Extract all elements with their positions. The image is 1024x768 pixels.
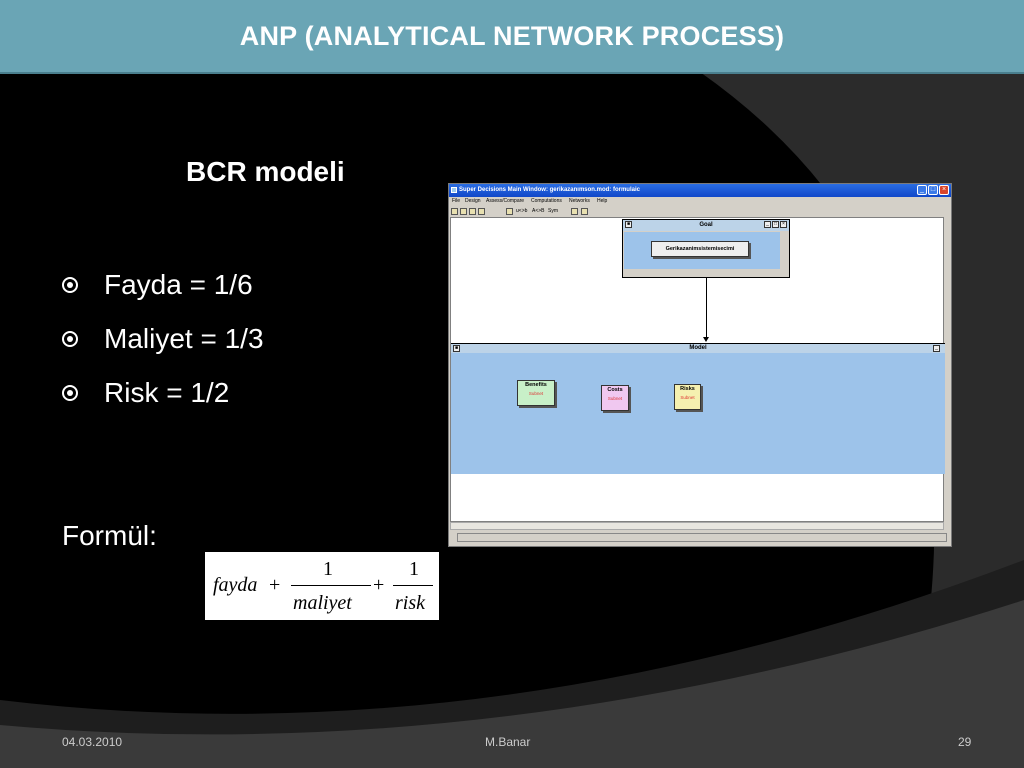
bullet-circle-icon	[62, 277, 78, 293]
title-bar: ANP (ANALYTICAL NETWORK PROCESS)	[0, 0, 1024, 74]
bullet-text: Fayda = 1/6	[104, 269, 253, 300]
slide-title: ANP (ANALYTICAL NETWORK PROCESS)	[239, 20, 785, 51]
status-bar	[457, 533, 947, 542]
cluster-costs[interactable]: Costs Subnet	[601, 385, 629, 411]
horizontal-scrollbar[interactable]	[450, 522, 944, 530]
edit-icon[interactable]	[478, 208, 485, 215]
arrow-tool-icon[interactable]	[571, 208, 578, 215]
menu-design[interactable]: Design	[465, 198, 481, 204]
formula-numerator: 1	[323, 558, 333, 580]
calculator-icon[interactable]	[581, 208, 588, 215]
formula-denominator-maliyet: maliyet	[293, 592, 352, 614]
menu-file[interactable]: File	[452, 198, 461, 204]
bullet-text: Maliyet = 1/3	[104, 323, 264, 354]
formula-denominator-risk: risk	[395, 592, 425, 614]
cluster-name: Risks	[680, 386, 695, 392]
minimize-icon[interactable]: _	[764, 221, 771, 228]
super-decisions-window: Super Decisions Main Window: gerikazanım…	[448, 183, 952, 547]
model-window[interactable]: Model ■ _ Benefits Subnet Costs Subnet R…	[451, 343, 945, 474]
cluster-subnet-label: Subnet	[528, 391, 544, 396]
formula-numerator: 1	[409, 558, 419, 580]
open-folder-icon[interactable]	[451, 208, 458, 215]
toolbar-symmetric[interactable]: Sym	[548, 208, 558, 214]
menu-help[interactable]: Help	[597, 198, 608, 204]
cluster-subnet-label: Subnet	[680, 395, 695, 400]
formula-plus: +	[269, 574, 281, 596]
bullet-text: Risk = 1/2	[104, 377, 230, 408]
app-title-bar[interactable]: Super Decisions Main Window: gerikazanım…	[449, 184, 951, 197]
window-menu-icon[interactable]: ■	[453, 345, 460, 352]
network-icon[interactable]	[506, 208, 513, 215]
toolbar-node-compare[interactable]: u<>b	[516, 208, 528, 214]
maximize-icon[interactable]: □	[928, 185, 938, 195]
minimize-icon[interactable]: _	[917, 185, 927, 195]
close-icon[interactable]: ×	[939, 185, 949, 195]
window-menu-icon[interactable]: ■	[625, 221, 632, 228]
menu-networks[interactable]: Networks	[569, 198, 590, 204]
formula-plus: +	[373, 574, 385, 596]
print-icon[interactable]	[469, 208, 476, 215]
menu-assess-compare[interactable]: Assess/Compare	[486, 198, 525, 204]
cluster-subnet-label: Subnet	[607, 396, 623, 401]
formula-fraction-bar	[393, 585, 433, 586]
goal-node[interactable]: Gerikazanimsistemisecimi	[651, 241, 749, 257]
model-window-title: Model	[451, 344, 945, 353]
bullet-item: Maliyet = 1/3	[62, 312, 264, 366]
cluster-name: Costs	[607, 387, 623, 393]
network-canvas[interactable]: Goal ■ _ □ × Gerikazanimsistemisecimi Mo…	[450, 217, 945, 522]
goal-window-title: Goal	[623, 220, 789, 231]
bullet-item: Fayda = 1/6	[62, 258, 264, 312]
toolbar: u<>b A<>B Sym	[449, 206, 951, 217]
goal-cluster-window[interactable]: Goal ■ _ □ × Gerikazanimsistemisecimi	[622, 219, 790, 278]
formula-box: fayda + 1 maliyet + 1 risk	[205, 552, 439, 620]
cluster-risks[interactable]: Risks Subnet	[674, 384, 701, 410]
bullet-item: Risk = 1/2	[62, 366, 264, 420]
bullet-list: Fayda = 1/6 Maliyet = 1/3 Risk = 1/2	[62, 258, 264, 420]
menu-computations[interactable]: Computations	[531, 198, 562, 204]
formula-fraction-bar	[291, 585, 371, 586]
slide-subtitle: BCR modeli	[186, 156, 345, 187]
menu-bar: File Design Assess/Compare Computations …	[449, 197, 951, 206]
app-title: Super Decisions Main Window: gerikazanım…	[459, 187, 640, 193]
footer-author: M.Banar	[485, 735, 531, 749]
app-icon	[451, 187, 457, 193]
cluster-benefits[interactable]: Benefits Subnet	[517, 380, 555, 406]
cluster-name: Benefits	[525, 382, 547, 388]
connector-arrow-icon	[703, 337, 709, 342]
formula-label: Formül:	[62, 520, 157, 551]
toolbar-cluster-compare[interactable]: A<>B	[532, 208, 545, 214]
bullet-circle-icon	[62, 331, 78, 347]
minimize-icon[interactable]: _	[933, 345, 940, 352]
goal-window-body: Gerikazanimsistemisecimi	[624, 232, 780, 269]
footer-page-number: 29	[958, 735, 972, 749]
maximize-icon[interactable]: □	[772, 221, 779, 228]
formula-term-fayda: fayda	[213, 574, 258, 596]
connector-line	[706, 278, 707, 338]
save-icon[interactable]	[460, 208, 467, 215]
bullet-circle-icon	[62, 385, 78, 401]
close-icon[interactable]: ×	[780, 221, 787, 228]
footer-date: 04.03.2010	[62, 735, 123, 749]
